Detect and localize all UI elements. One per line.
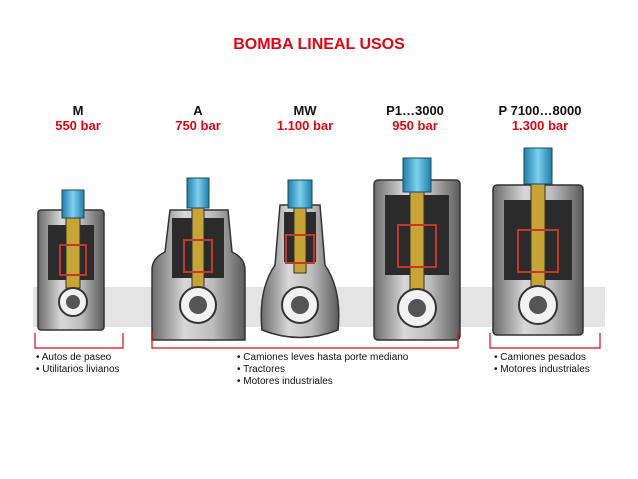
pump-pressure: 1.300 bar [511, 118, 569, 133]
use-item: • Motores industriales [237, 376, 333, 387]
pump-pressure: 1.100 bar [276, 118, 334, 133]
pump-label-mw: MW 1.100 bar [255, 103, 355, 133]
pump-name: MW [293, 103, 317, 118]
pump-p7100-illustration [492, 147, 584, 336]
use-item: • Camiones pesados [494, 352, 586, 363]
pump-mw-illustration [260, 179, 340, 339]
uses-group-2: • Camiones leves hasta porte mediano • T… [237, 352, 408, 388]
uses-group-3: • Camiones pesados • Motores industriale… [494, 352, 590, 376]
pump-name: P1…3000 [386, 103, 444, 118]
pump-p1-illustration [373, 157, 461, 341]
pump-label-m: M 550 bar [28, 103, 128, 133]
pump-label-a: A 750 bar [148, 103, 248, 133]
bracket-middle [151, 333, 459, 349]
use-item: • Tractores [237, 364, 285, 375]
page-title: BOMBA LINEAL USOS [233, 36, 405, 53]
pump-name: A [193, 103, 203, 118]
bracket-left [34, 333, 124, 349]
pump-name: P 7100…8000 [498, 103, 582, 118]
pump-a-illustration [151, 177, 246, 341]
uses-group-1: • Autos de paseo • Utilitarios livianos [36, 352, 120, 376]
pump-pressure: 550 bar [55, 118, 101, 133]
use-item: • Camiones leves hasta porte mediano [237, 352, 409, 363]
bracket-right [489, 333, 601, 349]
use-item: • Autos de paseo [36, 352, 112, 363]
pump-pressure: 950 bar [392, 118, 438, 133]
use-item: • Motores industriales [494, 364, 590, 375]
pump-pressure: 750 bar [175, 118, 221, 133]
pump-label-p1: P1…3000 950 bar [365, 103, 465, 133]
use-item: • Utilitarios livianos [36, 364, 120, 375]
pump-name: M [72, 103, 84, 118]
pump-m-illustration [37, 189, 105, 331]
pump-label-p7100: P 7100…8000 1.300 bar [490, 103, 590, 133]
